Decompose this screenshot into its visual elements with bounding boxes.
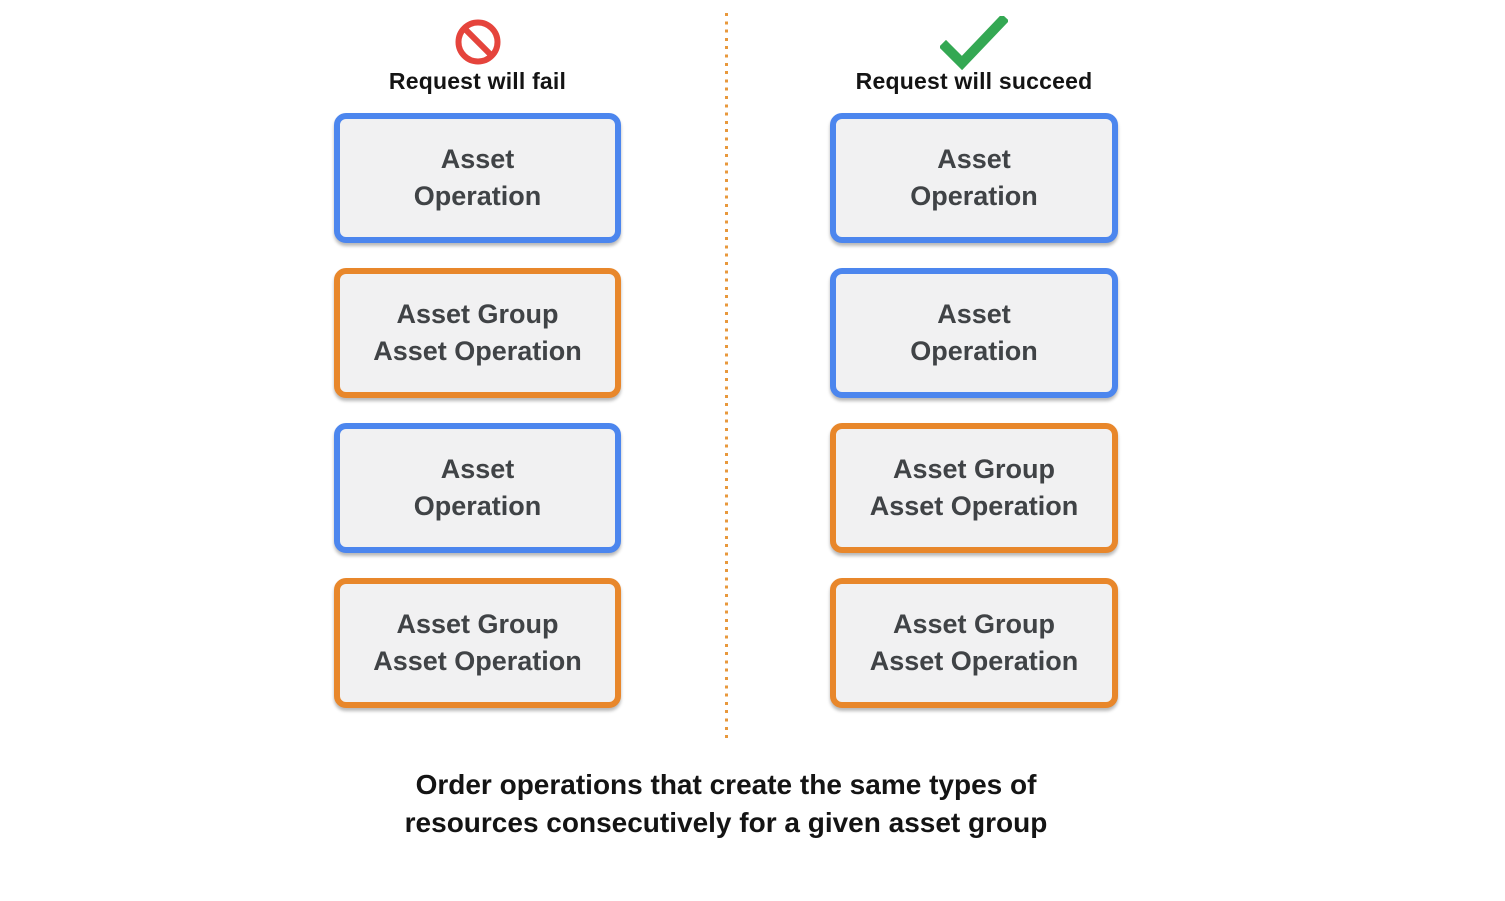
succeed-column: Request will succeed Asset Operation Ass… <box>830 0 1118 760</box>
fail-column-label: Request will fail <box>388 68 567 94</box>
box-label: Asset Group <box>396 299 559 329</box>
asset-group-asset-operation-box: Asset Group Asset Operation <box>830 578 1118 708</box>
asset-operation-box: Asset Operation <box>334 113 621 243</box>
caption-line-2: resources consecutively for a given asse… <box>404 807 1048 838</box>
asset-group-asset-operation-box: Asset Group Asset Operation <box>830 423 1118 553</box>
asset-operation-box: Asset Operation <box>334 423 621 553</box>
asset-operation-box: Asset Operation <box>830 268 1118 398</box>
box-label: Asset Operation <box>869 491 1079 521</box>
box-label: Asset Group <box>396 609 559 639</box>
box-label: Asset Operation <box>373 646 582 676</box>
asset-group-asset-operation-box: Asset Group Asset Operation <box>334 578 621 708</box>
box-label: Operation <box>910 181 1038 211</box>
box-label: Asset <box>937 299 1011 329</box>
fail-column: Request will fail Asset Operation Asset … <box>334 0 621 760</box>
caption: Order operations that create the same ty… <box>334 766 1118 842</box>
succeed-column-label: Request will succeed <box>855 68 1093 94</box>
box-label: Asset <box>440 144 515 174</box>
box-label: Asset <box>440 454 515 484</box>
box-label: Asset Operation <box>373 336 582 366</box>
box-label: Operation <box>910 336 1038 366</box>
box-label: Operation <box>413 491 542 521</box>
box-label: Asset Operation <box>869 646 1079 676</box>
prohibited-icon <box>455 19 500 65</box>
dotted-divider <box>725 13 728 739</box>
checkmark-icon <box>940 16 1008 70</box>
box-label: Asset <box>937 144 1011 174</box>
box-label: Asset Group <box>892 454 1056 484</box>
asset-operation-box: Asset Operation <box>830 113 1118 243</box>
box-label: Asset Group <box>892 609 1056 639</box>
box-label: Operation <box>413 181 542 211</box>
asset-group-asset-operation-box: Asset Group Asset Operation <box>334 268 621 398</box>
caption-line-1: Order operations that create the same ty… <box>415 769 1037 800</box>
